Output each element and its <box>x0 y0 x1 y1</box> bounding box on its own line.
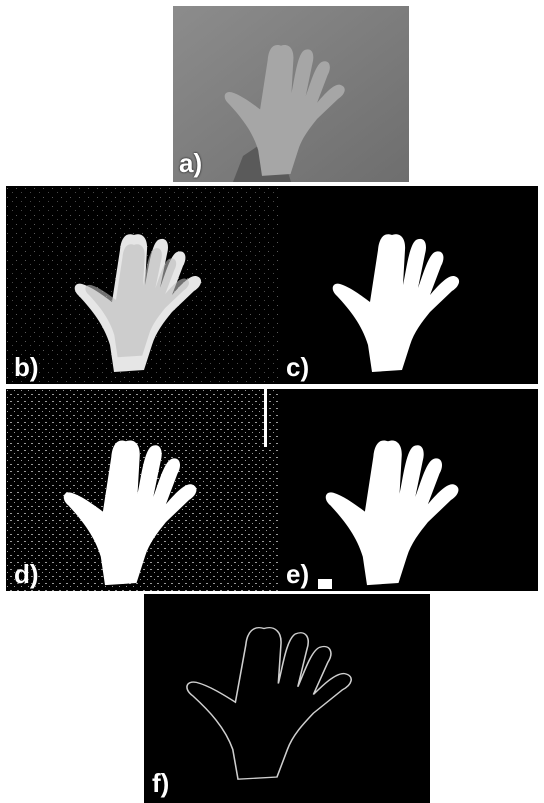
panel-e-label: e) <box>286 561 309 587</box>
panel-d: d) <box>6 389 278 591</box>
panel-e: e) <box>278 389 538 591</box>
panel-c-label: c) <box>286 354 309 380</box>
panel-c-image <box>278 186 538 384</box>
panel-e-image <box>278 389 538 591</box>
panel-c: c) <box>278 186 538 384</box>
panel-a: a) <box>173 6 409 182</box>
panel-a-label: a) <box>179 150 202 176</box>
panel-b-label: b) <box>14 354 39 380</box>
panel-f-image <box>144 594 430 803</box>
panel-f-label: f) <box>152 770 169 796</box>
panel-f: f) <box>144 594 430 803</box>
panel-d-image <box>6 389 278 591</box>
panel-a-image <box>173 6 409 182</box>
panel-b: b) <box>6 186 278 384</box>
panel-b-image <box>6 186 278 384</box>
panel-d-label: d) <box>14 561 39 587</box>
